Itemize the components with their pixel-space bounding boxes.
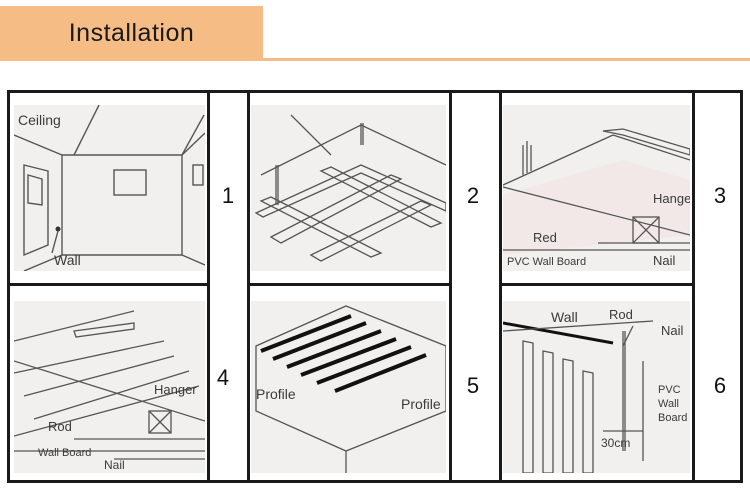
step-number: 5 (466, 373, 480, 398)
divider (10, 283, 210, 286)
wall-label: Wall (551, 309, 578, 325)
step-number: 4 (216, 365, 230, 390)
step-1-illustration: Ceiling Wall (14, 105, 205, 271)
step-number: 3 (713, 183, 727, 208)
installation-steps-grid: Ceiling Wall 1 2 (7, 90, 743, 483)
step-number: 2 (466, 183, 480, 208)
divider (247, 93, 250, 480)
nail-label: Nail (661, 323, 684, 338)
divider (692, 93, 695, 480)
ceiling-label: Ceiling (18, 112, 61, 128)
divider (207, 93, 210, 480)
step-5-illustration: Profile Profile (251, 301, 446, 473)
rod-label: Rod (48, 419, 72, 434)
hanger-label: Hanger (154, 382, 197, 397)
wall-board-label: Wall Board (38, 447, 91, 459)
profile-label: Profile (401, 396, 441, 412)
divider (499, 283, 695, 286)
nail-label: Nail (104, 458, 125, 472)
section-title: Installation (0, 6, 263, 61)
hanger-label: Hanger (653, 191, 690, 206)
step-2-illustration (251, 105, 446, 271)
step-3-illustration: Hanger Red PVC Wall Board Nail (503, 105, 690, 271)
divider (449, 93, 452, 480)
nail-label: Nail (653, 253, 676, 268)
profile-label: Profile (256, 386, 296, 402)
section-title-text: Installation (68, 19, 195, 47)
wall-label: Wall (54, 252, 81, 268)
divider (499, 93, 502, 480)
step-4-illustration: Hanger Rod Wall Board Nail (14, 301, 205, 473)
header-underline (263, 58, 750, 61)
step-number: 6 (713, 373, 727, 398)
step-number: 1 (221, 183, 235, 208)
red-label: Red (533, 230, 557, 245)
pvc-wall-board-label: PVC Wall Board (507, 256, 586, 268)
spacing-label: 30cm (601, 436, 630, 450)
rod-label: Rod (609, 307, 633, 322)
divider (247, 283, 452, 286)
